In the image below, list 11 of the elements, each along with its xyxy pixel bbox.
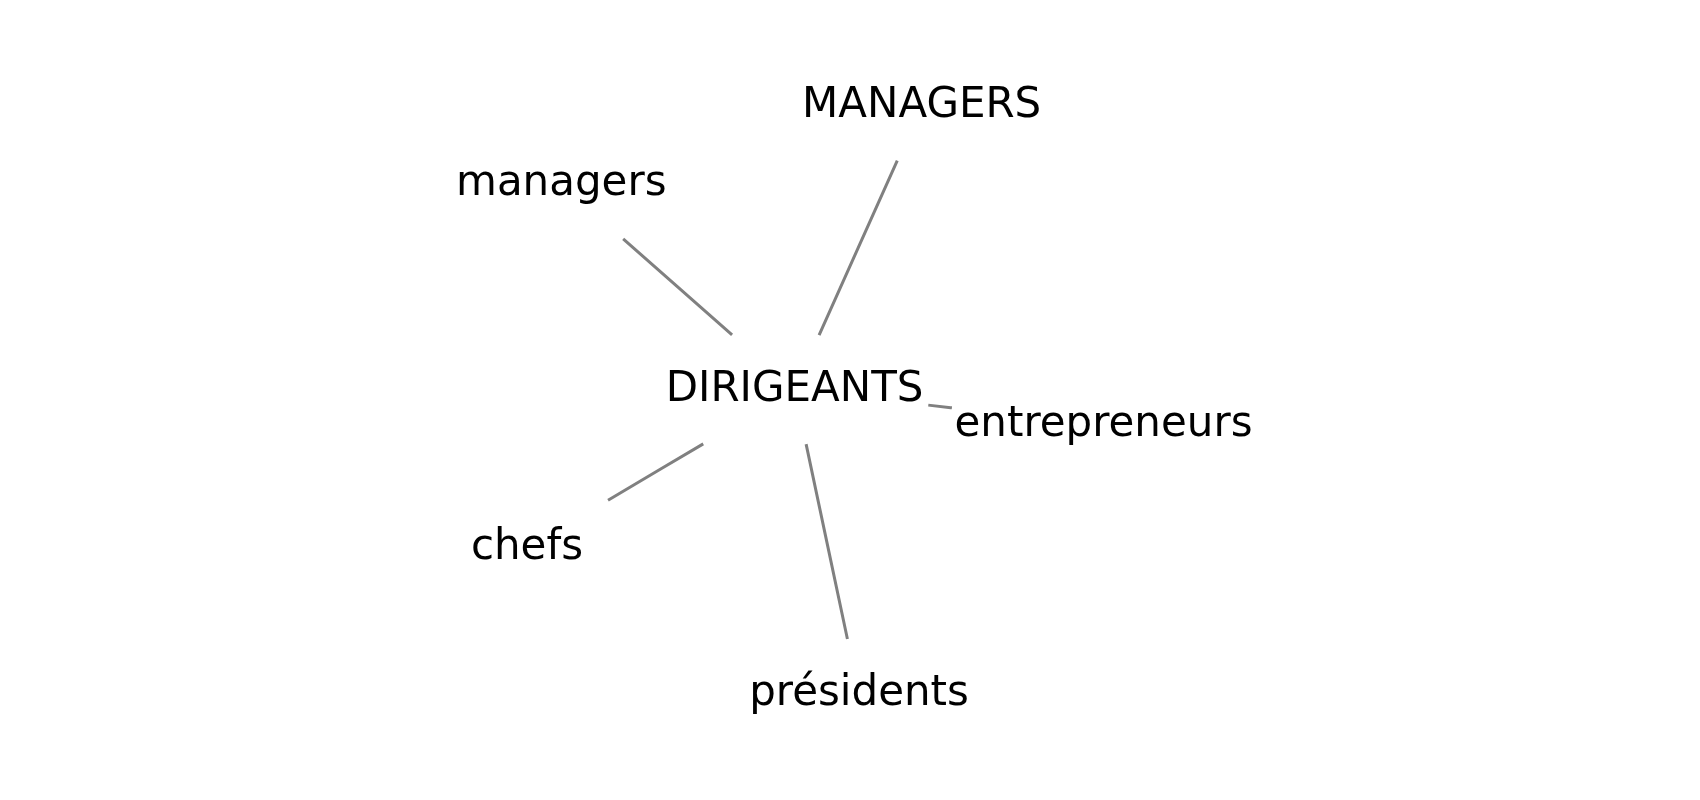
node-text: managers [455,156,667,206]
node-text: DIRIGEANTS [665,361,923,411]
node-text: chefs [470,520,583,570]
connector [621,237,733,336]
connector [927,403,952,410]
connector [817,159,899,336]
node-text: présidents [748,666,969,716]
node-text: entrepreneurs [954,397,1253,447]
node-text: MANAGERS [801,78,1041,128]
connector [804,443,849,640]
connector [606,442,704,502]
